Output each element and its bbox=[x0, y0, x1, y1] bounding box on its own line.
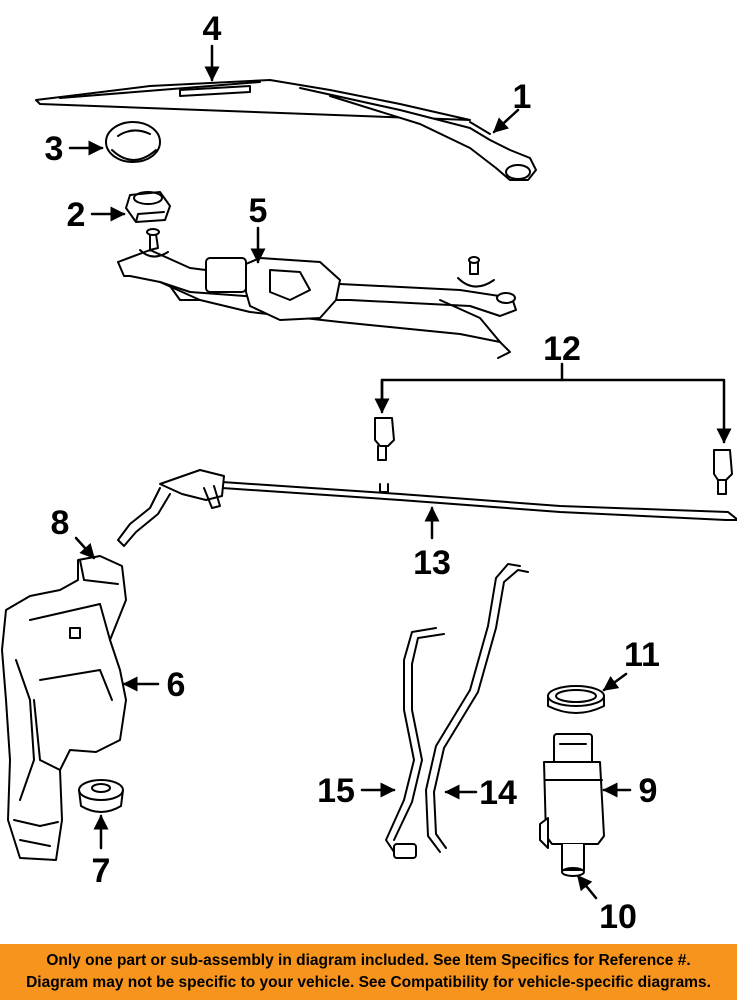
callout-14: 14 bbox=[479, 774, 517, 812]
wiper-motor-linkage bbox=[117, 228, 517, 359]
washer-hose bbox=[117, 469, 737, 547]
callout-7: 7 bbox=[92, 852, 111, 890]
callout-8: 8 bbox=[51, 504, 70, 542]
callout-2: 2 bbox=[67, 196, 86, 234]
washer-nozzle-right bbox=[713, 449, 733, 495]
pivot-nut bbox=[125, 191, 171, 223]
callout-15: 15 bbox=[317, 772, 355, 810]
callout-1: 1 bbox=[513, 78, 532, 116]
callout-9: 9 bbox=[639, 772, 658, 810]
wiper-blade bbox=[35, 79, 471, 121]
callout-6: 6 bbox=[167, 666, 186, 704]
disclaimer-line-2: Diagram may not be specific to your vehi… bbox=[26, 974, 711, 991]
callout-13: 13 bbox=[413, 544, 451, 582]
washer-reservoir bbox=[1, 555, 127, 861]
washer-pump bbox=[539, 733, 605, 877]
washer-hose-long bbox=[425, 563, 529, 853]
callout-10: 10 bbox=[599, 898, 637, 936]
callout-5: 5 bbox=[249, 192, 268, 230]
disclaimer-line-1: Only one part or sub-assembly in diagram… bbox=[46, 952, 691, 969]
callout-12: 12 bbox=[543, 330, 581, 368]
callout-4: 4 bbox=[203, 10, 222, 48]
callout-11: 11 bbox=[624, 636, 660, 674]
disclaimer-banner: Only one part or sub-assembly in diagram… bbox=[0, 944, 737, 1000]
parts-diagram: 4 1 3 2 5 12 13 8 6 7 11 9 10 14 15 bbox=[1, 10, 737, 936]
wiper-arm bbox=[299, 87, 537, 181]
leader-lines bbox=[68, 44, 732, 900]
washer-nozzle-left bbox=[374, 417, 395, 461]
pivot-cap bbox=[105, 121, 161, 163]
pump-seal bbox=[547, 685, 605, 714]
washer-hose-short bbox=[385, 627, 445, 859]
callout-3: 3 bbox=[45, 130, 64, 168]
pump-grommet bbox=[78, 779, 124, 813]
